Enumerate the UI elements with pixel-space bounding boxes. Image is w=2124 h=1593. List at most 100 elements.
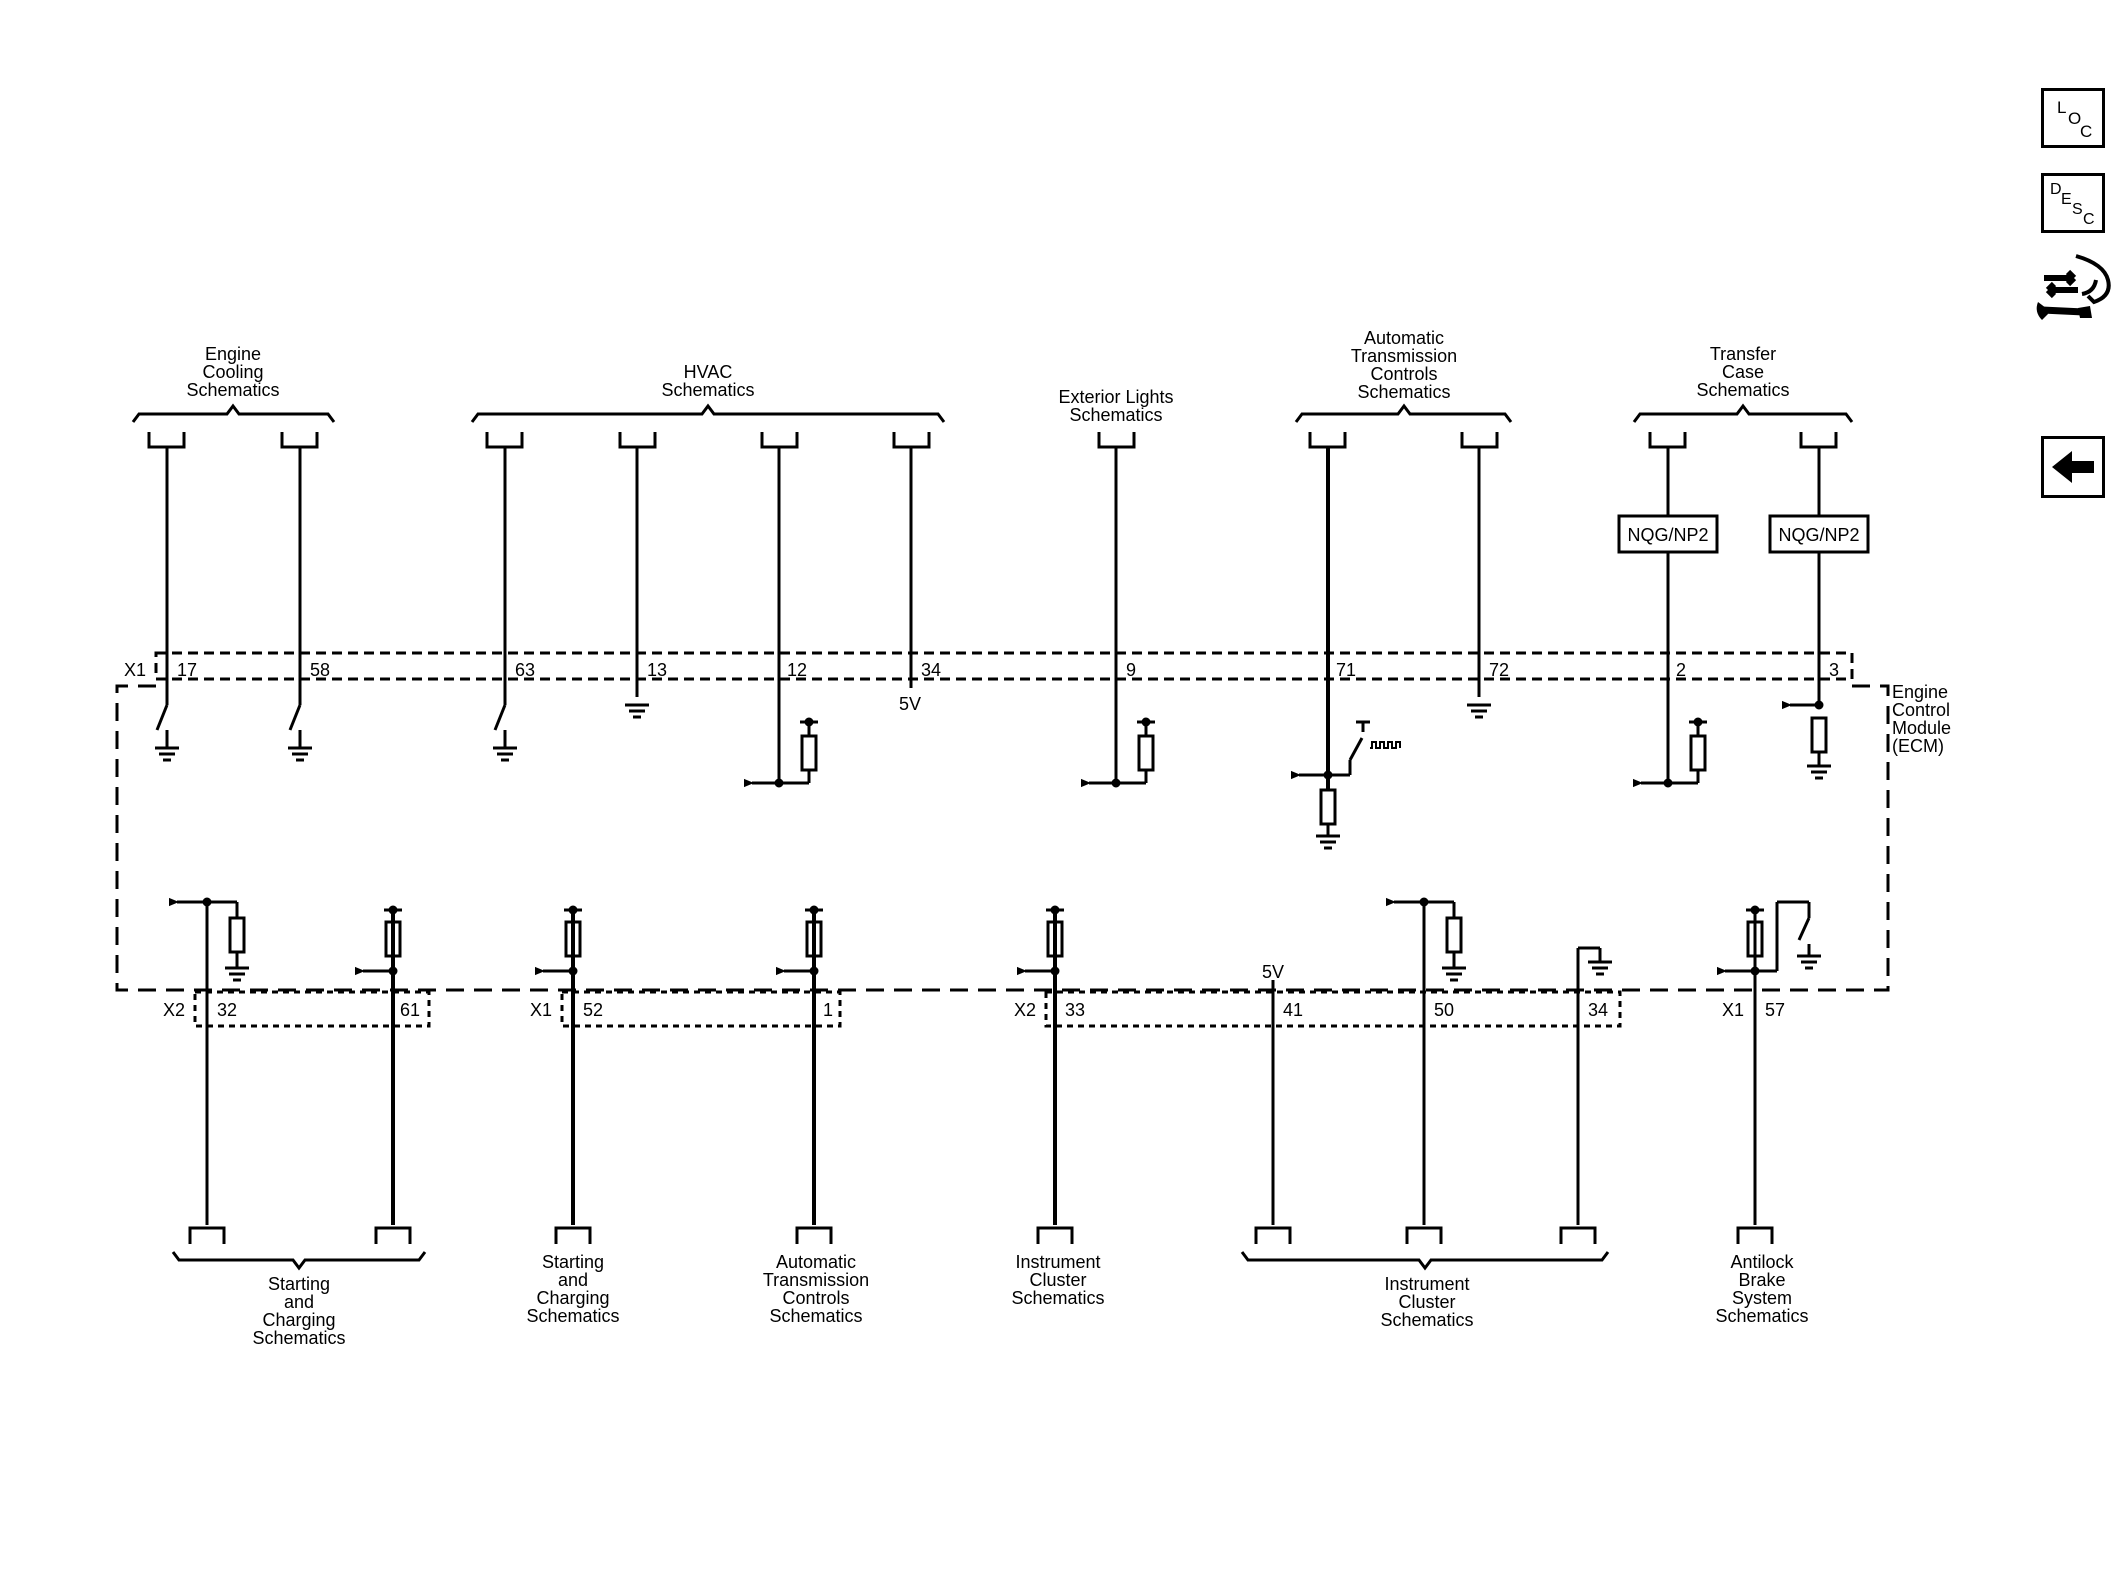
desc-letter-c: C bbox=[2083, 211, 2095, 228]
pin-label: 41 bbox=[1283, 1000, 1303, 1020]
bottom-group-instrument-cluster-1: Instrument Cluster Schematics bbox=[1011, 1252, 1104, 1308]
input-circuit-pin12 bbox=[752, 717, 818, 786]
pin-label: 63 bbox=[515, 660, 535, 680]
top-brace-auto-trans bbox=[1294, 403, 1513, 423]
top-pin-labels: 17 58 63 13 12 34 9 71 72 2 3 bbox=[177, 660, 1839, 680]
pin-label: 32 bbox=[217, 1000, 237, 1020]
group-label-line: Schematics bbox=[1357, 382, 1450, 402]
bottom-stub bbox=[1405, 1226, 1443, 1244]
group-label-line: Schematics bbox=[661, 380, 754, 400]
switch-ground-pin58 bbox=[288, 704, 312, 762]
group-label-line: Charging bbox=[262, 1310, 335, 1330]
top-voltage-label: 5V bbox=[899, 694, 921, 714]
group-label-line: HVAC bbox=[684, 362, 733, 382]
option-box-label: NQG/NP2 bbox=[1627, 525, 1708, 545]
top-stub bbox=[1460, 432, 1499, 449]
pin-label: 2 bbox=[1676, 660, 1686, 680]
group-label-line: Transfer bbox=[1710, 344, 1776, 364]
bottom-stub bbox=[795, 1226, 833, 1244]
group-label-line: Engine bbox=[205, 344, 261, 364]
bottom-connector-name: X2 bbox=[163, 1000, 185, 1020]
bottom-stub bbox=[188, 1226, 226, 1244]
bottom-stub bbox=[1036, 1226, 1074, 1244]
top-group-auto-trans: Automatic Transmission Controls Schemati… bbox=[1351, 328, 1457, 402]
group-label-line: Schematics bbox=[1696, 380, 1789, 400]
top-stub bbox=[1799, 432, 1838, 449]
group-label-line: and bbox=[284, 1292, 314, 1312]
input-circuit-pin9 bbox=[1089, 717, 1155, 786]
loc-letter-o: O bbox=[2068, 109, 2081, 128]
desc-letter-d: D bbox=[2050, 181, 2062, 198]
input-pullup-x2-61 bbox=[363, 905, 402, 974]
bottom-brace-starting-charging bbox=[171, 1251, 427, 1271]
group-label-line: Brake bbox=[1738, 1270, 1785, 1290]
group-label-line: Automatic bbox=[776, 1252, 856, 1272]
pin-label: 17 bbox=[177, 660, 197, 680]
bottom-group-starting-charging-1: Starting and Charging Schematics bbox=[252, 1274, 345, 1348]
pin-label: 33 bbox=[1065, 1000, 1085, 1020]
connector-tool-button[interactable] bbox=[2034, 250, 2114, 334]
top-group-engine-cooling: Engine Cooling Schematics bbox=[186, 344, 279, 400]
pin-label: 52 bbox=[583, 1000, 603, 1020]
desc-button[interactable]: D E S C bbox=[2041, 173, 2105, 233]
group-label-line: Starting bbox=[542, 1252, 604, 1272]
ground-pin13 bbox=[625, 703, 649, 719]
top-connector-name: X1 bbox=[124, 660, 146, 680]
group-label-line: Cooling bbox=[202, 362, 263, 382]
pin-label: 12 bbox=[787, 660, 807, 680]
top-stub bbox=[892, 432, 931, 449]
pin-label: 13 bbox=[647, 660, 667, 680]
top-stub bbox=[485, 432, 524, 449]
ground-pin72 bbox=[1467, 703, 1491, 719]
bottom-connector-box-2 bbox=[560, 990, 842, 1028]
module-label-line-1: Engine bbox=[1892, 682, 1948, 702]
group-label-line: Instrument bbox=[1015, 1252, 1100, 1272]
group-label-line: Schematics bbox=[526, 1306, 619, 1326]
group-label-line: System bbox=[1732, 1288, 1792, 1308]
input-switch-x1-57 bbox=[1725, 900, 1821, 974]
option-box-transfer-1: NQG/NP2 bbox=[1617, 514, 1719, 554]
bottom-stub bbox=[554, 1226, 592, 1244]
group-label-line: Transmission bbox=[763, 1270, 869, 1290]
pulldown-circuit-pin3 bbox=[1790, 702, 1831, 780]
module-label-line-4: (ECM) bbox=[1892, 736, 1944, 756]
group-label-line: Charging bbox=[536, 1288, 609, 1308]
output-circuit-x2-50 bbox=[1394, 899, 1466, 982]
group-label-line: Automatic bbox=[1364, 328, 1444, 348]
bottom-stub bbox=[374, 1226, 412, 1244]
group-label-line: Schematics bbox=[252, 1328, 345, 1348]
output-circuit-x2-32 bbox=[177, 899, 249, 982]
bottom-stub bbox=[1736, 1226, 1774, 1244]
pin-label: 1 bbox=[823, 1000, 833, 1020]
bottom-stub bbox=[1254, 1226, 1292, 1244]
back-arrow-icon bbox=[2052, 451, 2094, 483]
top-group-transfer-case: Transfer Case Schematics bbox=[1696, 344, 1789, 400]
loc-button[interactable]: L O C bbox=[2041, 88, 2105, 148]
pin-label: 34 bbox=[921, 660, 941, 680]
input-pullup-x1-52 bbox=[543, 905, 582, 974]
pin-label: 72 bbox=[1489, 660, 1509, 680]
top-stub bbox=[760, 432, 799, 449]
group-label-line: Controls bbox=[1370, 364, 1437, 384]
top-stub bbox=[1648, 432, 1687, 449]
group-label-line: Cluster bbox=[1029, 1270, 1086, 1290]
bottom-voltage-label: 5V bbox=[1262, 962, 1284, 982]
group-label-line: Schematics bbox=[1380, 1310, 1473, 1330]
group-label-line: Transmission bbox=[1351, 346, 1457, 366]
back-button[interactable] bbox=[2041, 436, 2105, 498]
loc-letter-c: C bbox=[2080, 122, 2092, 141]
top-group-exterior-lights: Exterior Lights Schematics bbox=[1058, 387, 1173, 425]
pin-label: 50 bbox=[1434, 1000, 1454, 1020]
desc-letter-s: S bbox=[2072, 201, 2083, 218]
bottom-group-instrument-cluster-2: Instrument Cluster Schematics bbox=[1380, 1274, 1473, 1330]
group-label-line: Schematics bbox=[769, 1306, 862, 1326]
pin-label: 34 bbox=[1588, 1000, 1608, 1020]
top-stub bbox=[618, 432, 657, 449]
loc-letter-l: L bbox=[2057, 98, 2066, 117]
top-stub bbox=[280, 432, 319, 449]
group-label-line: Case bbox=[1722, 362, 1764, 382]
bottom-stub bbox=[1559, 1226, 1597, 1244]
connector-tool-icon bbox=[2036, 254, 2111, 320]
ground-circuit-x2-34 bbox=[1576, 946, 1612, 1000]
